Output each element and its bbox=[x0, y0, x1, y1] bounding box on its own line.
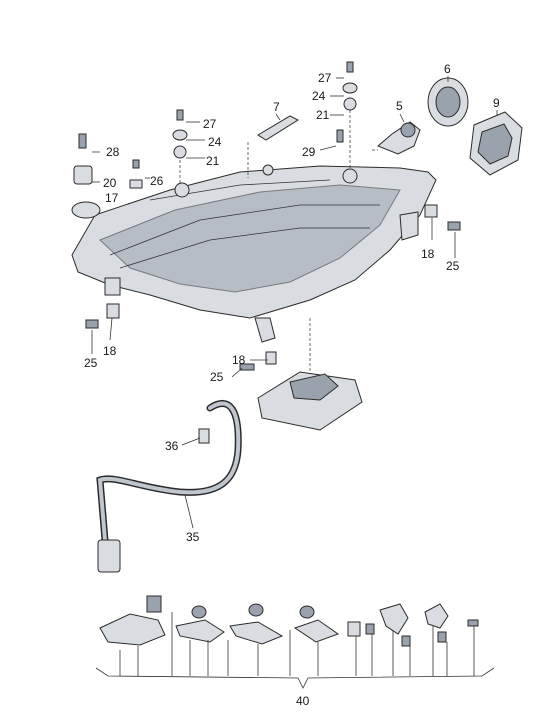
callout-17: 17 bbox=[105, 191, 119, 205]
callout-5: 5 bbox=[396, 99, 403, 113]
callout-25-left: 25 bbox=[84, 356, 98, 370]
module-part-9 bbox=[469, 111, 523, 176]
callout-24-left: 24 bbox=[208, 135, 222, 149]
callout-labels: 27 24 21 5 6 9 7 27 24 21 28 26 20 17 29… bbox=[84, 62, 500, 708]
callout-29: 29 bbox=[302, 145, 316, 159]
callout-18-center: 18 bbox=[232, 353, 246, 367]
callout-28: 28 bbox=[106, 145, 120, 159]
callout-27-right: 27 bbox=[318, 71, 332, 85]
callout-35: 35 bbox=[186, 530, 200, 544]
hose-35 bbox=[96, 400, 242, 573]
bulb-part-5 bbox=[377, 121, 421, 155]
callout-20: 20 bbox=[103, 176, 117, 190]
callout-26: 26 bbox=[150, 174, 164, 188]
screw-28 bbox=[78, 133, 87, 149]
callout-18-left: 18 bbox=[103, 344, 117, 358]
clip-18-left bbox=[85, 303, 120, 329]
ballast-module bbox=[239, 351, 363, 431]
bracket-part-7 bbox=[257, 115, 300, 141]
callout-25-center: 25 bbox=[210, 370, 224, 384]
parts-set-40 bbox=[99, 595, 479, 647]
bracket-17 bbox=[71, 201, 101, 219]
callout-25-right: 25 bbox=[446, 259, 460, 273]
clip-36 bbox=[198, 428, 210, 444]
cap-part-6 bbox=[427, 77, 469, 127]
screw-stack-left bbox=[172, 109, 188, 159]
callout-40: 40 bbox=[296, 694, 310, 708]
nut-20 bbox=[73, 165, 93, 185]
clip-18-right bbox=[424, 204, 461, 231]
callout-18-right: 18 bbox=[421, 247, 435, 261]
leader-lines bbox=[91, 76, 498, 529]
callout-6: 6 bbox=[444, 62, 451, 76]
group-40-bracket bbox=[95, 612, 495, 689]
callout-21-right: 21 bbox=[316, 108, 330, 122]
callout-21-left: 21 bbox=[206, 154, 220, 168]
callout-36: 36 bbox=[165, 439, 179, 453]
clip-26 bbox=[129, 159, 143, 189]
callout-7: 7 bbox=[273, 100, 280, 114]
screw-stack-right bbox=[336, 61, 358, 143]
callout-27-left: 27 bbox=[203, 117, 217, 131]
headlight-housing bbox=[71, 164, 437, 343]
callout-24-right: 24 bbox=[312, 89, 326, 103]
callout-9: 9 bbox=[493, 96, 500, 110]
